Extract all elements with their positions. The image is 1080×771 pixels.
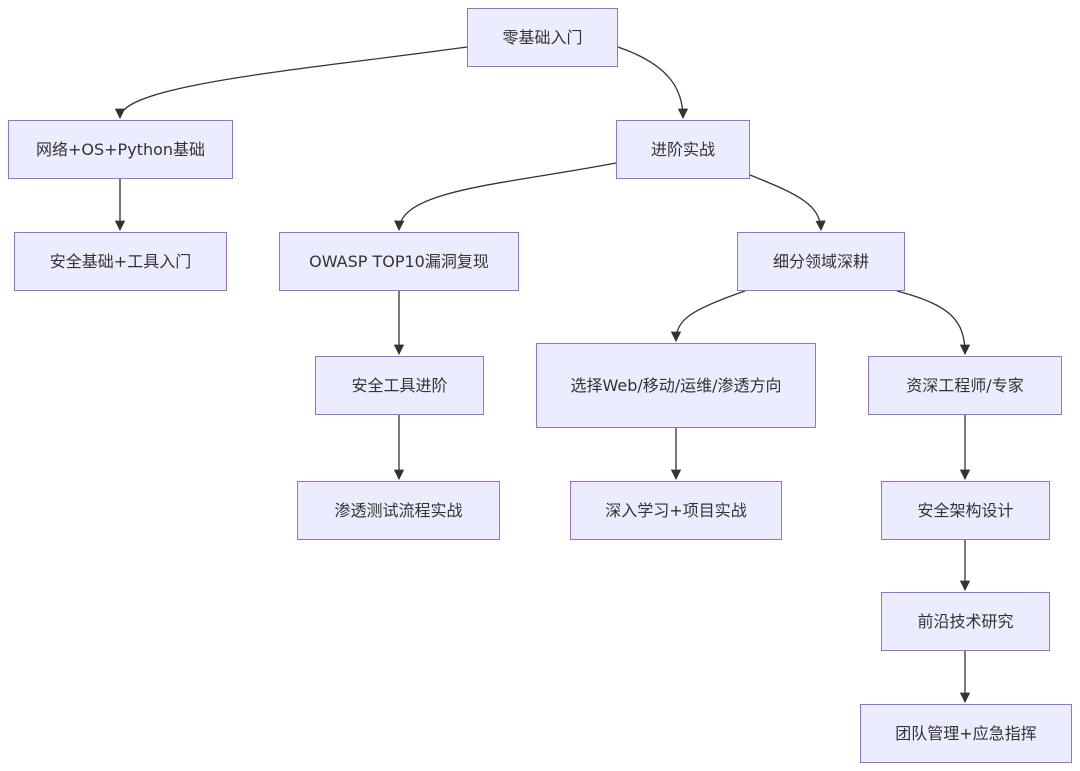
node-security-tools-advanced[interactable]: 安全工具进阶 — [315, 356, 484, 415]
edge-n3-n5 — [394, 162, 617, 232]
node-label: 前沿技术研究 — [917, 611, 1014, 631]
edge-n1-n2 — [114, 46, 468, 120]
node-deep-learning-projects[interactable]: 深入学习+项目实战 — [570, 481, 782, 540]
node-advanced-practice[interactable]: 进阶实战 — [616, 120, 750, 179]
node-label: 零基础入门 — [502, 27, 583, 47]
node-zero-basics[interactable]: 零基础入门 — [467, 8, 618, 67]
node-label: 进阶实战 — [650, 139, 715, 159]
node-label: 团队管理+应急指挥 — [895, 723, 1037, 743]
node-label: 细分领域深耕 — [772, 251, 869, 271]
node-security-basics-tools[interactable]: 安全基础+工具入门 — [14, 232, 227, 291]
node-owasp-top10[interactable]: OWASP TOP10漏洞复现 — [279, 232, 519, 291]
node-label: 深入学习+项目实战 — [605, 500, 747, 520]
node-label: 渗透测试流程实战 — [334, 500, 463, 520]
node-choose-direction[interactable]: 选择Web/移动/运维/渗透方向 — [536, 343, 816, 428]
node-label: OWASP TOP10漏洞复现 — [309, 251, 489, 271]
edge-n3-n6 — [749, 174, 826, 232]
node-label: 安全工具进阶 — [351, 375, 448, 395]
edge-n6-n8 — [670, 290, 746, 343]
node-network-os-python[interactable]: 网络+OS+Python基础 — [8, 120, 233, 179]
node-label: 网络+OS+Python基础 — [35, 139, 206, 159]
node-label: 选择Web/移动/运维/渗透方向 — [570, 375, 782, 395]
node-pentest-workflow[interactable]: 渗透测试流程实战 — [297, 481, 500, 540]
edge-n6-n9 — [896, 290, 971, 356]
node-security-architecture[interactable]: 安全架构设计 — [881, 481, 1050, 540]
node-specialization[interactable]: 细分领域深耕 — [737, 232, 905, 291]
node-label: 安全基础+工具入门 — [49, 251, 192, 271]
node-label: 资深工程师/专家 — [906, 375, 1024, 395]
edge-n1-n3 — [617, 46, 689, 120]
node-frontier-research[interactable]: 前沿技术研究 — [881, 592, 1050, 651]
node-senior-expert[interactable]: 资深工程师/专家 — [868, 356, 1062, 415]
node-label: 安全架构设计 — [917, 500, 1014, 520]
node-team-management[interactable]: 团队管理+应急指挥 — [860, 704, 1072, 763]
